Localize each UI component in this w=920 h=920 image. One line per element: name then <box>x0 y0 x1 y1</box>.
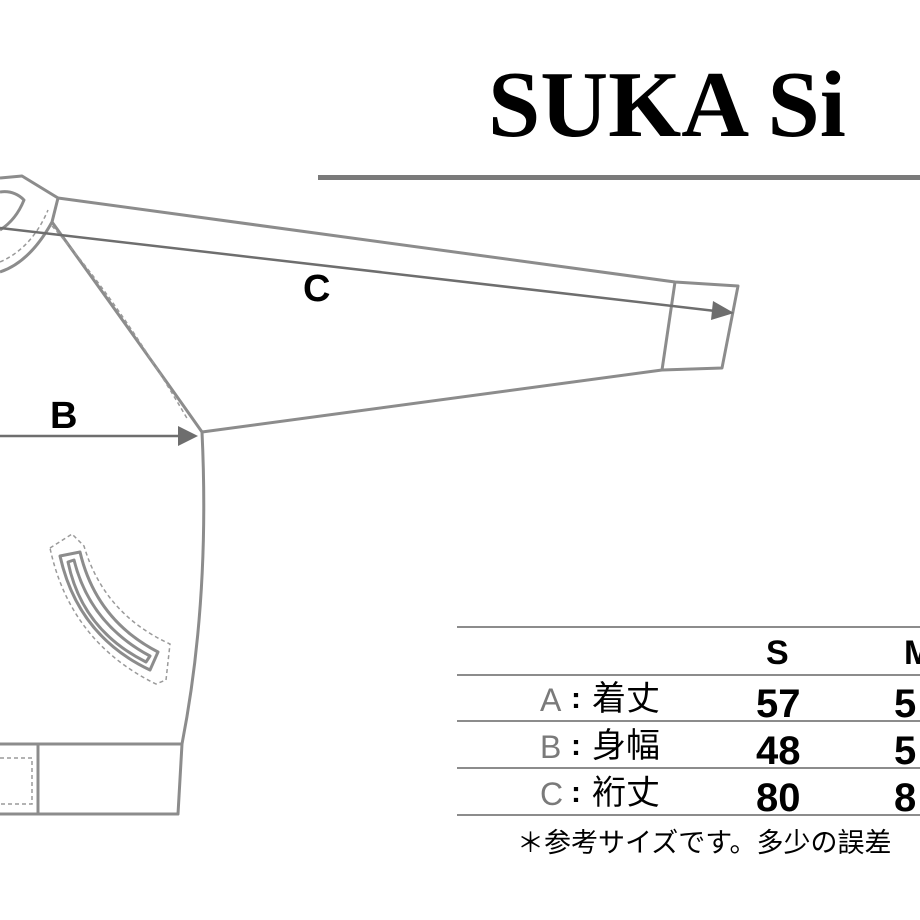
value-c-m: 8 <box>894 776 917 820</box>
sleeve-outline <box>50 196 740 434</box>
size-note: ＊参考サイズです。多少の誤差 <box>517 828 892 858</box>
row-name-sleeve: 裄丈 <box>592 774 660 812</box>
hem-stitch <box>0 757 33 805</box>
table-rule-bottom <box>457 814 920 816</box>
row-colon: : <box>571 682 581 715</box>
pocket-welt-outline <box>58 550 160 672</box>
row-key-a: A <box>540 682 562 718</box>
collar-stitch <box>0 209 49 263</box>
table-rule-row <box>457 720 920 722</box>
value-b-s: 48 <box>756 729 801 773</box>
body-side-outline <box>180 431 206 745</box>
page-title: SUKA Si <box>488 53 846 157</box>
cuff-line <box>660 281 677 371</box>
row-key-b: B <box>540 729 562 765</box>
hem-rib-outline <box>0 742 184 816</box>
column-header-m: M <box>904 634 920 672</box>
pocket-welt-inner <box>66 558 152 664</box>
dimension-c-arrowhead <box>711 301 734 320</box>
collar-outline <box>0 174 60 274</box>
row-name-width: 身幅 <box>592 727 660 765</box>
collar-inner-outline <box>0 190 26 232</box>
row-colon: : <box>571 729 581 762</box>
row-name-length: 着丈 <box>592 680 660 718</box>
value-b-m: 5 <box>894 729 917 773</box>
raglan-stitch <box>51 225 189 421</box>
value-a-m: 5 <box>894 682 917 726</box>
dimension-c-line <box>0 226 725 314</box>
value-c-s: 80 <box>756 776 801 820</box>
pocket-stitch <box>49 533 171 685</box>
dimension-b-arrowhead <box>178 426 198 446</box>
row-colon: : <box>571 776 581 809</box>
table-rule-header <box>457 674 920 676</box>
value-a-s: 57 <box>756 682 801 726</box>
title-underline <box>318 175 920 180</box>
table-rule-row <box>457 767 920 769</box>
row-key-c: C <box>540 776 564 812</box>
dimension-b-label: B <box>50 395 78 437</box>
dimension-c-label: C <box>303 268 331 310</box>
table-rule-top <box>457 626 920 628</box>
column-header-s: S <box>766 634 789 672</box>
